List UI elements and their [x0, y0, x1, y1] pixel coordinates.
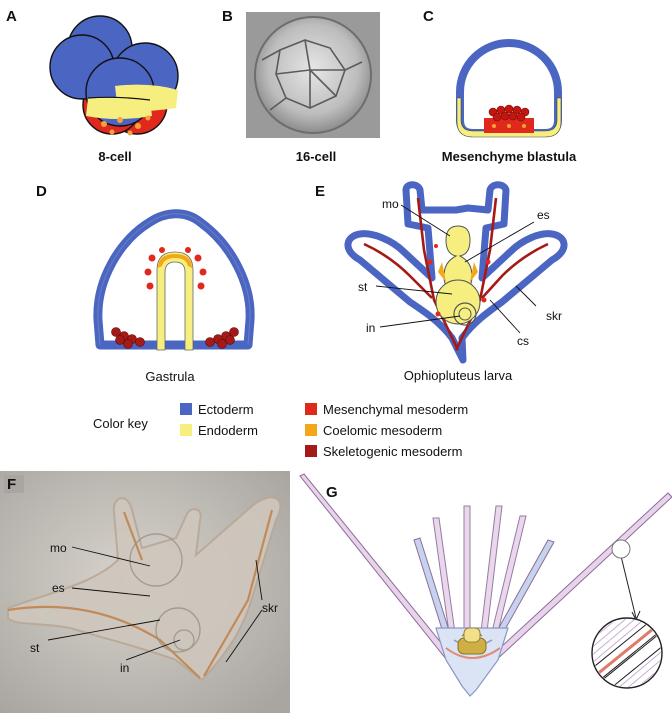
sixteen-cell-embryo [254, 16, 372, 134]
skeletogenic-clusters [111, 327, 239, 349]
caption-gastrula: Gastrula [145, 369, 195, 384]
label-e-skr: skr [546, 309, 562, 323]
label-f-skr: skr [262, 601, 278, 615]
label-f-st: st [30, 641, 40, 655]
panel-letter-a: A [6, 8, 17, 25]
panel-letter-b: B [222, 8, 233, 25]
stomach [435, 279, 481, 325]
larval-gut-drawing [457, 627, 487, 655]
panel-letter-f: F [7, 476, 16, 493]
panel-f: F mo es st in skr [0, 471, 290, 713]
caption-16-cell: 16-cell [296, 149, 336, 164]
swatch-endoderm [180, 424, 192, 436]
intestine [453, 302, 477, 326]
micromere-spots [101, 115, 151, 136]
panel-c: C Mesenchyme blastula [423, 8, 577, 164]
key-mesenchymal: Mesenchymal mesoderm [323, 402, 468, 417]
label-f-in: in [120, 661, 129, 675]
label-e-es: es [537, 208, 550, 222]
swatch-skeletogenic [305, 445, 317, 457]
caption-8-cell: 8-cell [98, 149, 131, 164]
label-f-mo: mo [50, 541, 67, 555]
swatch-coelomic [305, 424, 317, 436]
color-key-title: Color key [93, 416, 148, 431]
label-e-in: in [366, 321, 375, 335]
gastrula-ectoderm [93, 209, 255, 350]
zoom-inset [591, 617, 663, 689]
label-f-es: es [52, 581, 65, 595]
color-key: Color key Ectoderm Endoderm Mesenchymal … [93, 402, 468, 459]
panel-letter-c: C [423, 8, 434, 25]
key-coelomic: Coelomic mesoderm [323, 423, 442, 438]
key-endoderm: Endoderm [198, 423, 258, 438]
panel-letter-e: E [315, 183, 325, 200]
panel-a: A 8-cell [6, 8, 179, 164]
cell-boundaries [261, 39, 363, 111]
zoom-source-circle [611, 539, 631, 559]
larval-body [435, 627, 509, 697]
mesenchyme-cells [488, 104, 530, 122]
key-skeletogenic: Skeletogenic mesoderm [323, 444, 462, 459]
coelomic-sacs [438, 262, 478, 282]
panel-g: G [299, 473, 672, 697]
key-ectoderm: Ectoderm [198, 402, 254, 417]
zoom-leader [620, 555, 637, 619]
swatch-ectoderm [180, 403, 192, 415]
label-e-mo: mo [382, 197, 399, 211]
swatch-mesenchymal [305, 403, 317, 415]
panel-letter-d: D [36, 183, 47, 200]
endoderm-band [456, 97, 562, 138]
panel-letter-g: G [326, 484, 338, 501]
panel-e: E mo es st in cs skr [315, 181, 568, 383]
larva-photo-body [7, 496, 282, 682]
panel-d: D Gastrula [36, 183, 255, 384]
larval-arms [299, 473, 672, 665]
caption-ophiopluteus-larva: Ophiopluteus larva [404, 368, 513, 383]
label-e-cs: cs [517, 334, 529, 348]
panel-b: B 16-cell [222, 8, 380, 164]
label-e-st: st [358, 280, 368, 294]
photo-skeletal-rods [7, 509, 274, 679]
larval-gut [435, 225, 481, 326]
mesenchyme-cells-top [144, 247, 207, 290]
caption-mesenchyme-blastula: Mesenchyme blastula [442, 149, 577, 164]
